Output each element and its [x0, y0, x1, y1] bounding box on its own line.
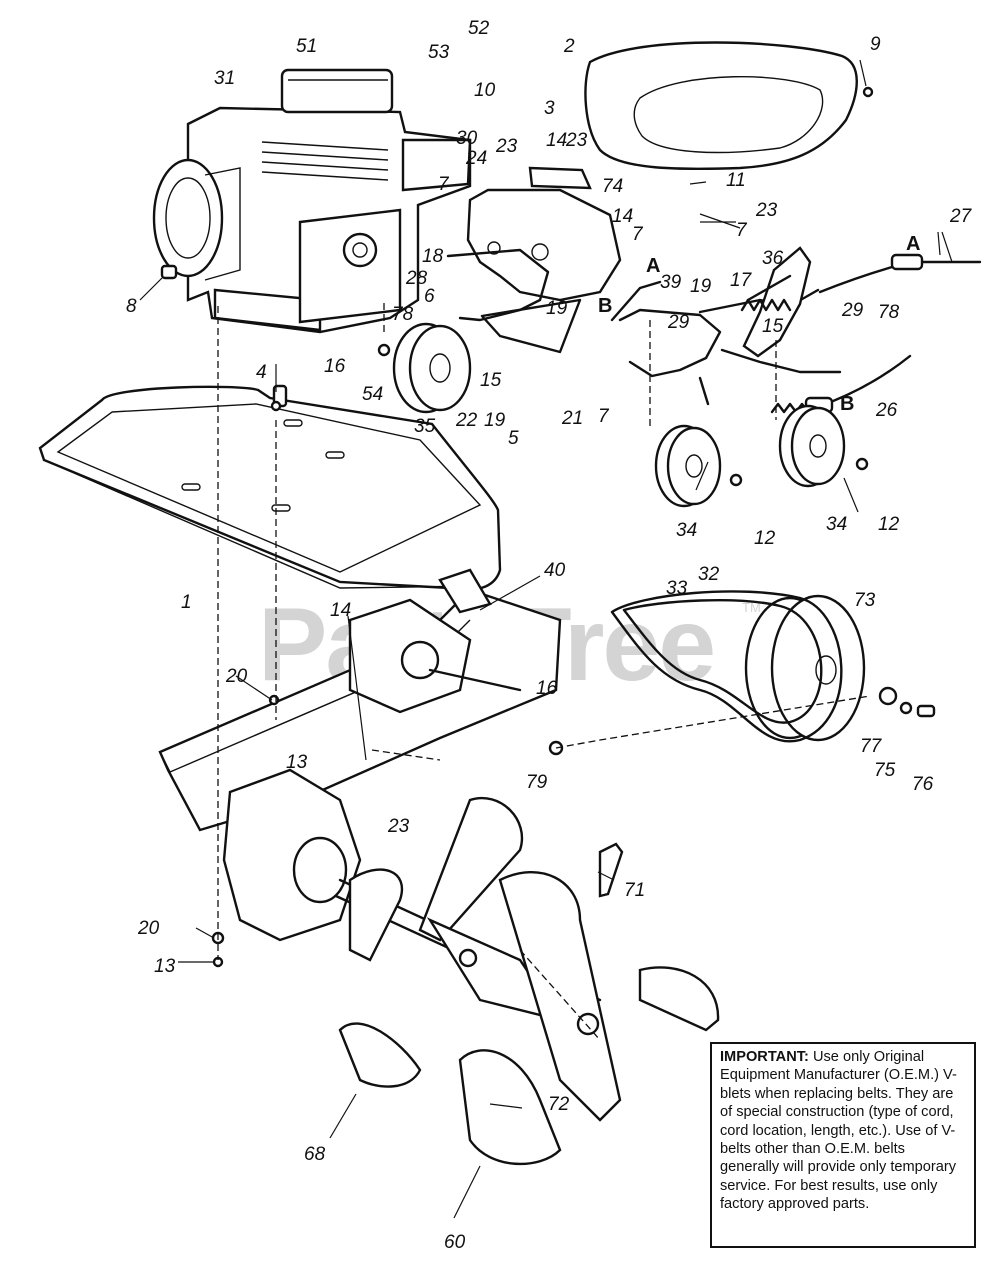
pulley-34-left: [654, 424, 722, 508]
tine-shield: [38, 385, 502, 591]
callout-74: 74: [602, 176, 623, 197]
callout-20-b: 20: [137, 918, 160, 939]
callout-23-d: 23: [387, 816, 410, 837]
callout-18: 18: [422, 246, 444, 267]
callout-8: 8: [126, 296, 137, 317]
callout-36: 36: [762, 248, 784, 269]
callout-7-a: 7: [438, 174, 450, 195]
callout-60: 60: [444, 1232, 466, 1253]
callout-29-b: 29: [841, 300, 864, 321]
callout-31: 31: [214, 68, 235, 89]
callout-23-b: 23: [565, 130, 588, 151]
callout-54: 54: [362, 384, 383, 405]
callout-77: 77: [860, 736, 883, 757]
callout-26: 26: [875, 400, 898, 421]
callout-16-b: 16: [536, 678, 558, 699]
cable-letter-b-left: B: [598, 295, 612, 317]
callout-22: 22: [455, 410, 478, 431]
callout-14-c: 14: [330, 600, 351, 621]
idler-linkage: [610, 246, 842, 406]
callout-32: 32: [698, 564, 720, 585]
v-belts: [610, 590, 843, 743]
callout-23-a: 23: [495, 136, 518, 157]
callout-13-b: 13: [154, 956, 176, 977]
callout-78-b: 78: [878, 302, 900, 323]
callout-76: 76: [912, 774, 934, 795]
callout-7-b: 7: [632, 224, 644, 245]
pulley-73: [744, 594, 866, 742]
cable-letter-b-right: B: [840, 393, 854, 415]
cable-letter-a-left: A: [646, 255, 660, 277]
notice-body: Use only Original Equipment Manufacturer…: [720, 1049, 957, 1213]
callout-19-a: 19: [484, 410, 506, 431]
callout-71: 71: [624, 880, 645, 901]
callout-12-a: 12: [754, 528, 776, 549]
callout-13-a: 13: [286, 752, 308, 773]
bolt-71: [598, 842, 624, 898]
callout-9: 9: [870, 34, 881, 55]
alignment-lines: [217, 300, 871, 1041]
pulley-35: [392, 322, 472, 414]
springs: [740, 298, 810, 414]
callout-34-b: 34: [826, 514, 847, 535]
callout-53: 53: [428, 42, 450, 63]
callouts: 1 2 3 4 5 6 7 7 7 7 7 8 9 10 11 12 12 13…: [126, 18, 973, 1253]
callout-21: 21: [561, 408, 583, 429]
callout-75: 75: [874, 760, 896, 781]
callout-3: 3: [544, 98, 555, 119]
callout-10: 10: [474, 80, 496, 101]
callout-79: 79: [526, 772, 548, 793]
callout-15-b: 15: [762, 316, 784, 337]
callout-20-a: 20: [225, 666, 248, 687]
callout-33: 33: [666, 578, 688, 599]
callout-15-a: 15: [480, 370, 502, 391]
important-notice-box: IMPORTANT: Use only Original Equipment M…: [710, 1042, 976, 1248]
callout-16-a: 16: [324, 356, 346, 377]
callout-78-a: 78: [392, 304, 414, 325]
callout-14-a: 14: [546, 130, 567, 151]
callout-39: 39: [660, 272, 682, 293]
callout-73: 73: [854, 590, 876, 611]
callout-52: 52: [468, 18, 490, 39]
callout-19-b: 19: [546, 298, 568, 319]
callout-23-c: 23: [755, 200, 778, 221]
callout-28: 28: [405, 268, 428, 289]
callout-4: 4: [256, 362, 267, 383]
callout-7-d: 7: [598, 406, 610, 427]
callout-72: 72: [548, 1094, 570, 1115]
callout-29-a: 29: [667, 312, 690, 333]
callout-34-a: 34: [676, 520, 697, 541]
tines: [338, 797, 720, 1166]
cables: [804, 253, 982, 414]
leader-lines: [139, 59, 953, 1219]
notice-heading: IMPORTANT:: [720, 1049, 809, 1065]
callout-30: 30: [456, 128, 478, 149]
callout-17: 17: [730, 270, 753, 291]
callout-6: 6: [424, 286, 435, 307]
callout-1: 1: [181, 592, 192, 613]
callout-7-c: 7: [736, 220, 748, 241]
callout-24: 24: [465, 148, 487, 169]
callout-51: 51: [296, 36, 317, 57]
callout-40: 40: [544, 560, 566, 581]
callout-11: 11: [726, 170, 746, 191]
callout-14-b: 14: [612, 206, 633, 227]
belt-cover-hood: [584, 41, 858, 171]
callout-12-b: 12: [878, 514, 900, 535]
callout-19-c: 19: [690, 276, 712, 297]
callout-27: 27: [949, 206, 973, 227]
callout-2: 2: [563, 36, 575, 57]
cable-letter-a-right: A: [906, 233, 920, 255]
callout-35: 35: [414, 416, 436, 437]
control-bracket: [446, 166, 622, 354]
callout-5: 5: [508, 428, 519, 449]
callout-68: 68: [304, 1144, 326, 1165]
engine: [152, 68, 472, 334]
watermark-trademark: TM: [742, 600, 761, 615]
pulley-34-right: [778, 404, 846, 488]
